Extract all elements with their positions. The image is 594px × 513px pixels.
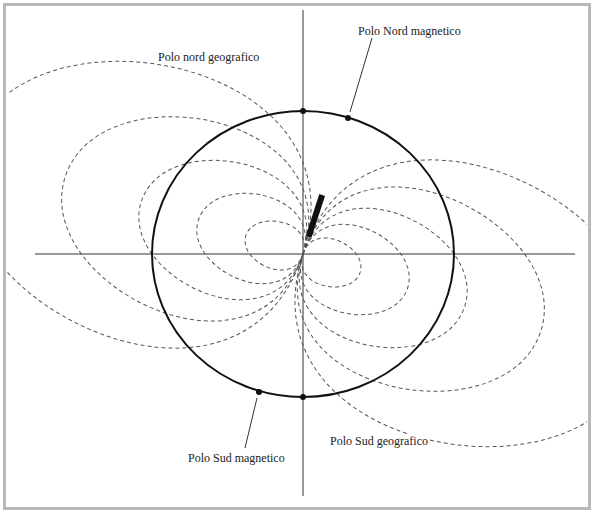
geographic-north-dot (300, 108, 306, 114)
geo-south-label: Polo Sud geografico (328, 434, 430, 448)
mag-south-label: Polo Sud magnetico (186, 451, 287, 465)
frame (5, 5, 590, 509)
magnetic-north-dot (345, 115, 351, 121)
field-lines (7, 14, 587, 494)
geo-north-label: Polo nord geografico (156, 50, 261, 64)
equator-axis (35, 254, 575, 255)
magnetic-south-dot (256, 389, 262, 395)
bar-magnet (309, 195, 323, 237)
geographic-south-dot (300, 394, 306, 400)
leader-line (350, 38, 372, 112)
leader-line (245, 398, 257, 448)
mag-north-label: Polo Nord magnetico (356, 24, 463, 38)
earth-outline (152, 111, 454, 397)
